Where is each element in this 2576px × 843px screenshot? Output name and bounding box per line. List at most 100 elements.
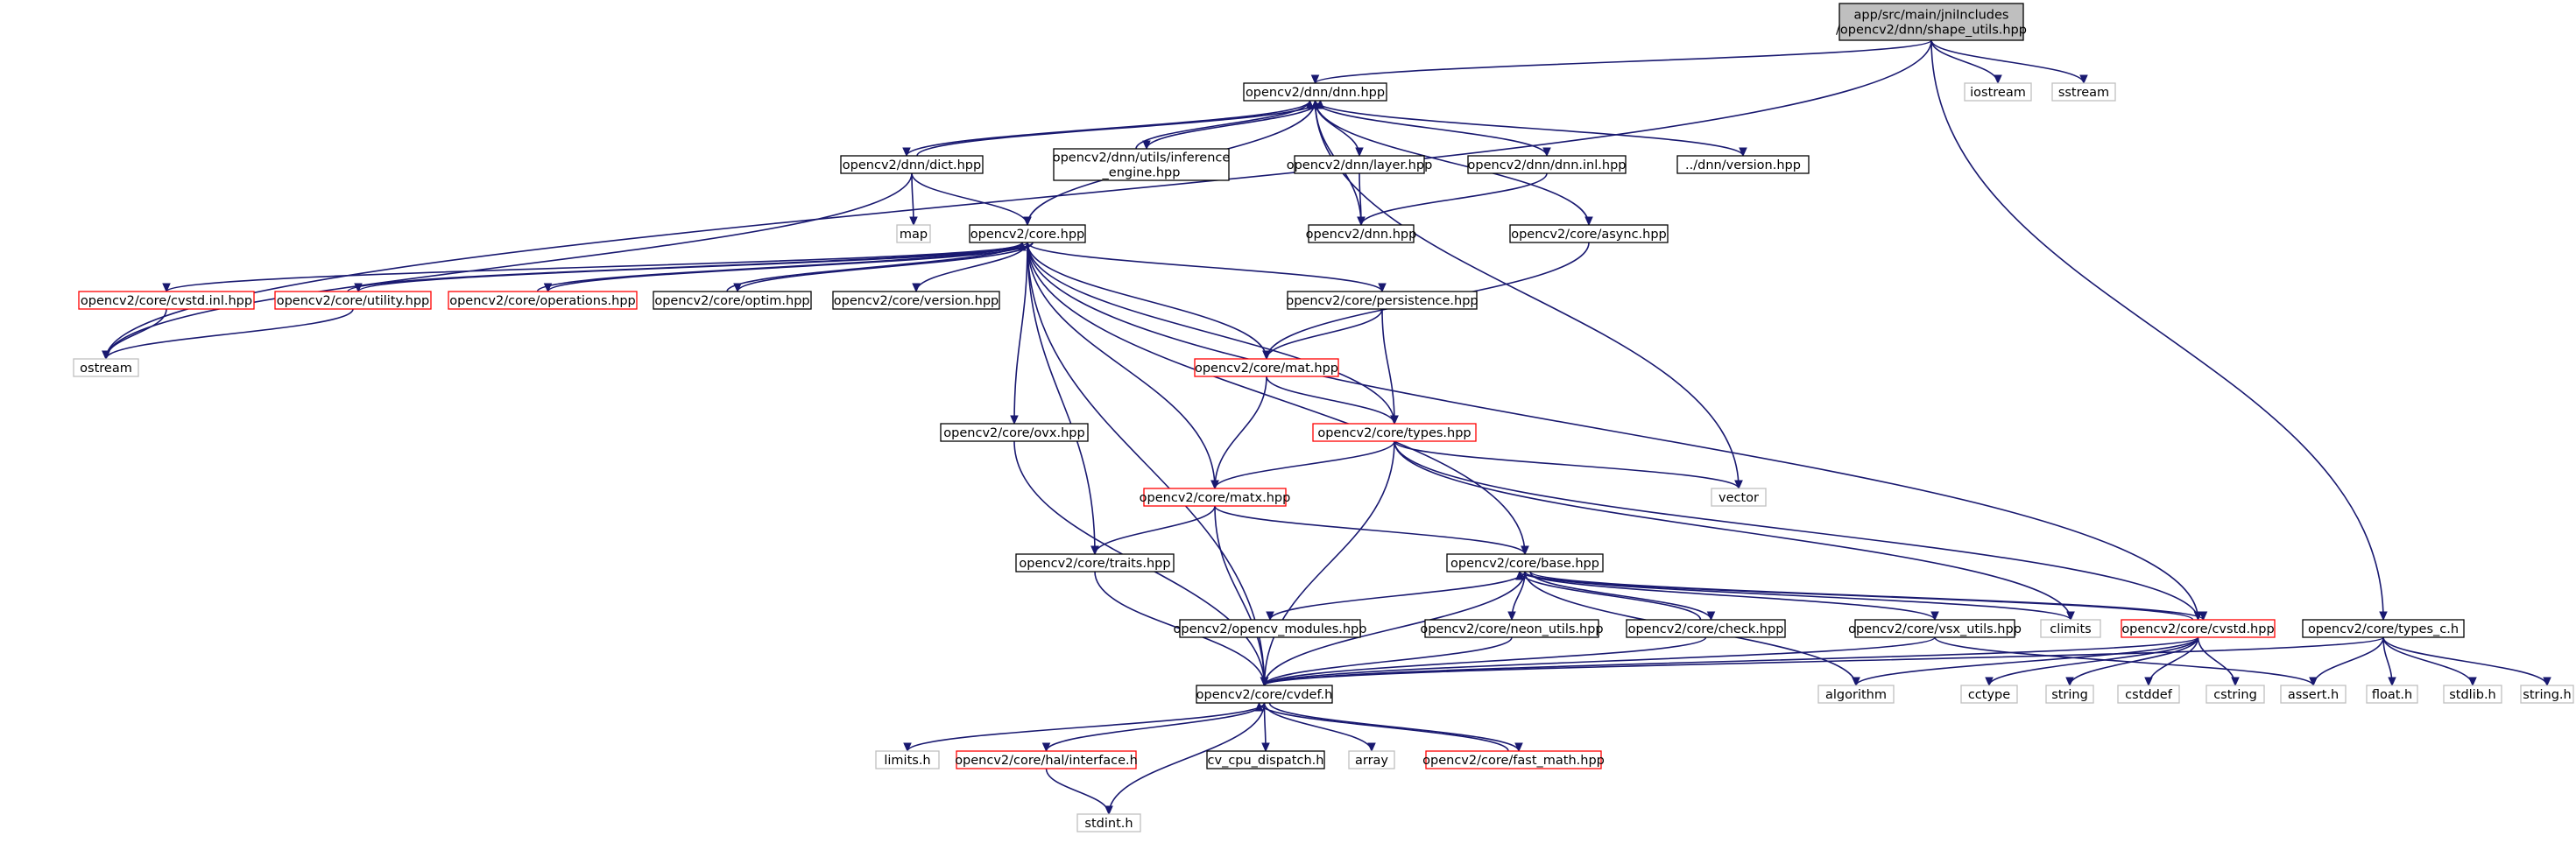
node-array-box[interactable]	[1348, 750, 1395, 769]
node-check[interactable]: opencv2/core/check.hpp	[1626, 619, 1786, 638]
node-ovx-box[interactable]	[940, 423, 1089, 442]
node-mat[interactable]: opencv2/core/mat.hpp	[1194, 358, 1339, 377]
node-fast_math-box[interactable]	[1425, 750, 1602, 769]
node-types_c-box[interactable]	[2302, 619, 2465, 638]
node-sstream-box[interactable]	[2051, 82, 2116, 102]
node-float[interactable]: float.h	[2366, 685, 2418, 704]
node-version_dnn-box[interactable]	[1676, 155, 1810, 174]
node-neon[interactable]: opencv2/core/neon_utils.hpp	[1420, 619, 1604, 638]
node-hal[interactable]: opencv2/core/hal/interface.h	[955, 750, 1138, 769]
node-cvstdinl[interactable]: opencv2/core/cvstd.inl.hpp	[78, 291, 255, 310]
node-version_core-box[interactable]	[832, 291, 1000, 310]
node-dnn2-box[interactable]	[1308, 224, 1415, 243]
node-traits-box[interactable]	[1015, 553, 1175, 573]
node-cctype-box[interactable]	[1960, 685, 2018, 704]
node-limits[interactable]: limits.h	[875, 750, 940, 769]
node-mat-box[interactable]	[1194, 358, 1339, 377]
node-fast_math[interactable]: opencv2/core/fast_math.hpp	[1422, 750, 1605, 769]
node-neon-box[interactable]	[1424, 619, 1599, 638]
node-root[interactable]: app/src/main/jniIncludes/opencv2/dnn/sha…	[1836, 3, 2027, 41]
node-optim[interactable]: opencv2/core/optim.hpp	[653, 291, 812, 310]
node-algorithm[interactable]: algorithm	[1817, 685, 1895, 704]
node-dnninl-box[interactable]	[1467, 155, 1627, 174]
node-limits-box[interactable]	[875, 750, 940, 769]
node-opencv_modules-box[interactable]	[1179, 619, 1361, 638]
node-sstream[interactable]: sstream	[2051, 82, 2116, 102]
node-cpu_dispatch[interactable]: cv_cpu_dispatch.h	[1206, 750, 1325, 769]
node-float-box[interactable]	[2366, 685, 2418, 704]
node-stdint[interactable]: stdint.h	[1076, 813, 1141, 832]
node-operations[interactable]: opencv2/core/operations.hpp	[448, 291, 638, 310]
node-dnn2[interactable]: opencv2/dnn.hpp	[1306, 224, 1417, 243]
node-string-box[interactable]	[2045, 685, 2094, 704]
node-cvstd-box[interactable]	[2121, 619, 2276, 638]
node-dict-box[interactable]	[840, 155, 984, 174]
node-vsx[interactable]: opencv2/core/vsx_utils.hpp	[1848, 619, 2022, 638]
node-ovx[interactable]: opencv2/core/ovx.hpp	[940, 423, 1089, 442]
node-traits[interactable]: opencv2/core/traits.hpp	[1015, 553, 1175, 573]
node-stringh-box[interactable]	[2520, 685, 2574, 704]
node-iostream-box[interactable]	[1964, 82, 2032, 102]
node-climits[interactable]: climits	[2040, 619, 2101, 638]
node-ostream-box[interactable]	[73, 358, 139, 377]
node-dnninl[interactable]: opencv2/dnn/dnn.inl.hpp	[1467, 155, 1627, 174]
node-vector[interactable]: vector	[1711, 488, 1767, 507]
node-hal-box[interactable]	[956, 750, 1137, 769]
node-map[interactable]: map	[896, 224, 931, 243]
node-matx[interactable]: opencv2/core/matx.hpp	[1140, 488, 1291, 507]
node-vector-box[interactable]	[1711, 488, 1767, 507]
node-cvdef[interactable]: opencv2/core/cvdef.h	[1196, 685, 1333, 704]
node-dnn[interactable]: opencv2/dnn/dnn.hpp	[1243, 82, 1387, 102]
node-opencv_modules[interactable]: opencv2/opencv_modules.hpp	[1174, 619, 1367, 638]
node-cvstd[interactable]: opencv2/core/cvstd.hpp	[2121, 619, 2276, 638]
node-cstddef[interactable]: cstddef	[2117, 685, 2180, 704]
node-base-box[interactable]	[1446, 553, 1604, 573]
node-version_core[interactable]: opencv2/core/version.hpp	[832, 291, 1000, 310]
node-core-box[interactable]	[969, 224, 1086, 243]
node-array[interactable]: array	[1348, 750, 1395, 769]
node-optim-box[interactable]	[653, 291, 812, 310]
node-layer[interactable]: opencv2/dnn/layer.hpp	[1287, 155, 1433, 174]
node-base[interactable]: opencv2/core/base.hpp	[1446, 553, 1604, 573]
node-types[interactable]: opencv2/core/types.hpp	[1312, 423, 1477, 442]
node-cvstdinl-box[interactable]	[78, 291, 255, 310]
node-root-box[interactable]	[1838, 3, 2024, 41]
node-inference[interactable]: opencv2/dnn/utils/inference_engine.hpp	[1053, 148, 1231, 181]
node-stdlib-box[interactable]	[2443, 685, 2502, 704]
node-stringh[interactable]: string.h	[2520, 685, 2574, 704]
node-types_c[interactable]: opencv2/core/types_c.h	[2302, 619, 2465, 638]
node-cpu_dispatch-box[interactable]	[1206, 750, 1325, 769]
node-persistence-box[interactable]	[1287, 291, 1478, 310]
node-dnn-box[interactable]	[1243, 82, 1387, 102]
node-stdint-box[interactable]	[1076, 813, 1141, 832]
node-ostream[interactable]: ostream	[73, 358, 139, 377]
node-persistence[interactable]: opencv2/core/persistence.hpp	[1286, 291, 1479, 310]
node-cctype[interactable]: cctype	[1960, 685, 2018, 704]
node-inference-box[interactable]	[1053, 148, 1230, 181]
node-vsx-box[interactable]	[1854, 619, 2015, 638]
node-cvdef-box[interactable]	[1196, 685, 1333, 704]
node-map-box[interactable]	[896, 224, 931, 243]
node-utility-box[interactable]	[274, 291, 432, 310]
node-stdlib[interactable]: stdlib.h	[2443, 685, 2502, 704]
node-cstring[interactable]: cstring	[2205, 685, 2265, 704]
node-cstddef-box[interactable]	[2117, 685, 2180, 704]
node-types-box[interactable]	[1312, 423, 1477, 442]
node-operations-box[interactable]	[448, 291, 638, 310]
node-dict[interactable]: opencv2/dnn/dict.hpp	[840, 155, 984, 174]
node-layer-box[interactable]	[1294, 155, 1425, 174]
node-async-box[interactable]	[1509, 224, 1669, 243]
node-iostream[interactable]: iostream	[1964, 82, 2032, 102]
node-climits-box[interactable]	[2040, 619, 2101, 638]
node-string[interactable]: string	[2045, 685, 2094, 704]
node-matx-box[interactable]	[1143, 488, 1287, 507]
node-assert-box[interactable]	[2280, 685, 2347, 704]
node-check-box[interactable]	[1626, 619, 1786, 638]
node-core[interactable]: opencv2/core.hpp	[969, 224, 1086, 243]
node-cstring-box[interactable]	[2205, 685, 2265, 704]
node-algorithm-box[interactable]	[1817, 685, 1895, 704]
node-version_dnn[interactable]: ../dnn/version.hpp	[1676, 155, 1810, 174]
node-async[interactable]: opencv2/core/async.hpp	[1509, 224, 1669, 243]
node-assert[interactable]: assert.h	[2280, 685, 2347, 704]
node-utility[interactable]: opencv2/core/utility.hpp	[274, 291, 432, 310]
